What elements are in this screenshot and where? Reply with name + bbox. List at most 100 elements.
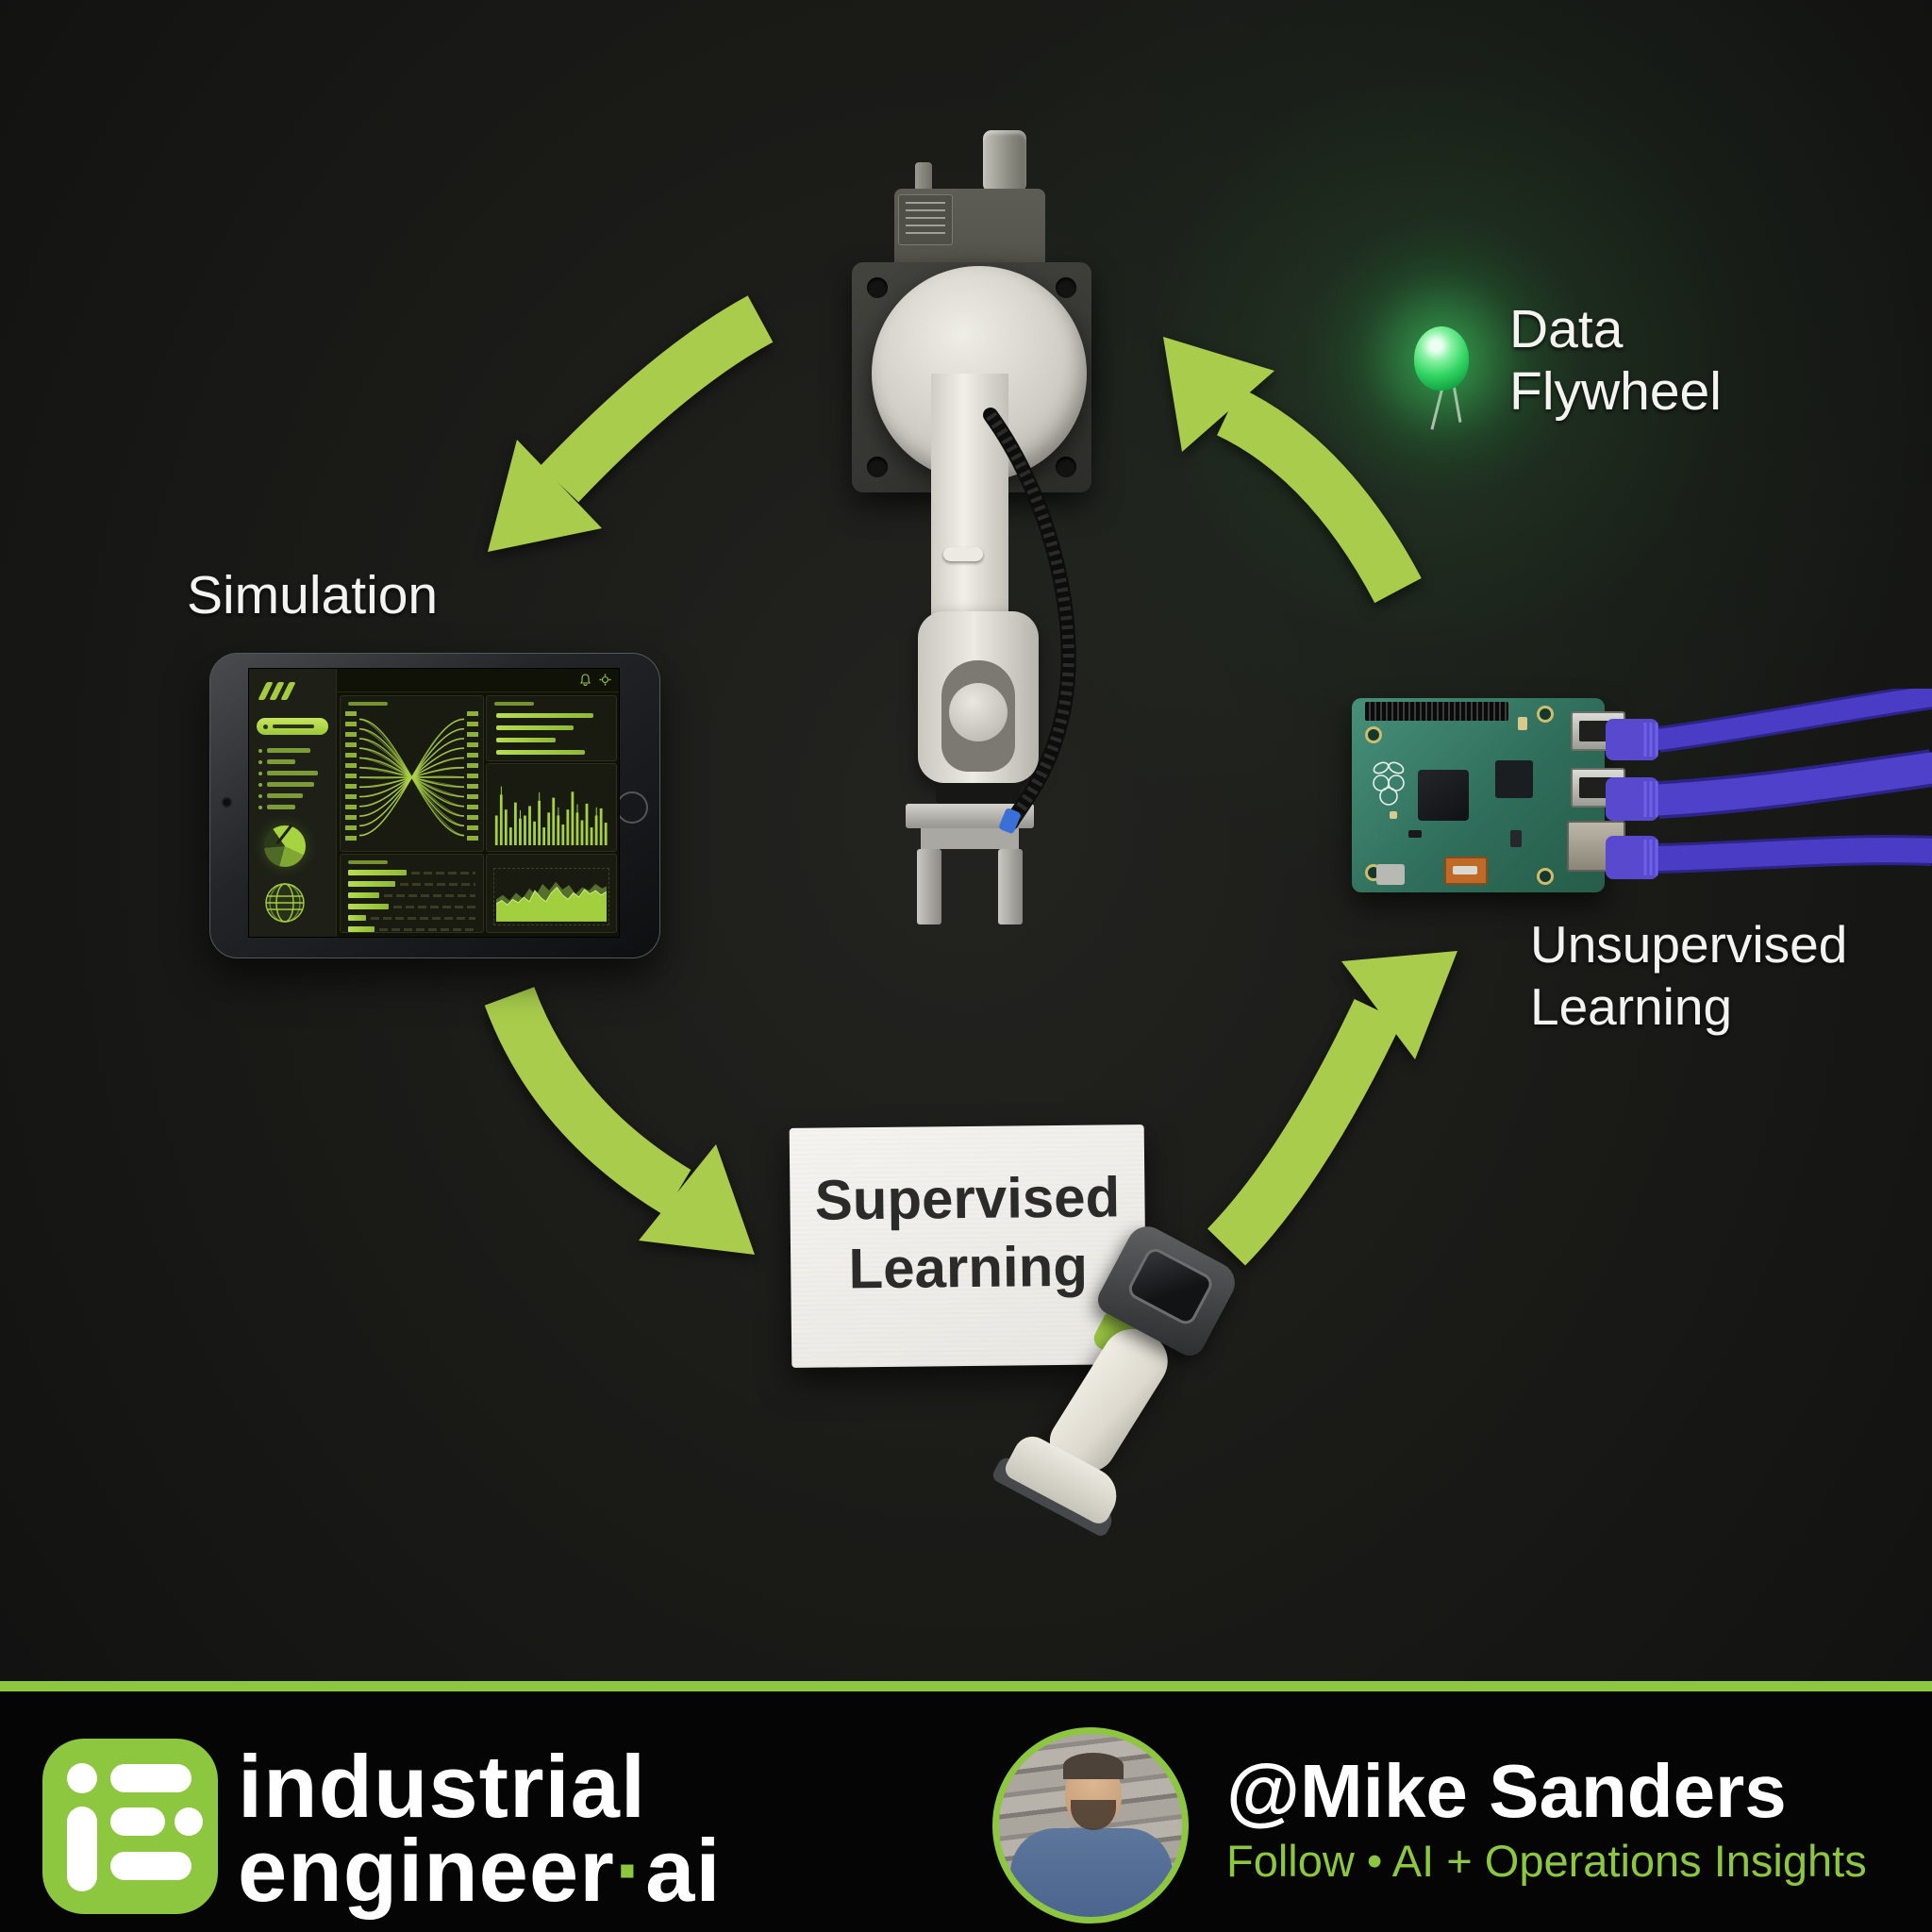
logo-dot — [175, 1807, 203, 1836]
avatar-hair — [1063, 1753, 1124, 1779]
metric-bar — [496, 738, 557, 742]
menu-item-bar — [267, 771, 318, 775]
author-handle: @Mike Sanders — [1226, 1749, 1787, 1833]
robot-connector-large — [983, 130, 1026, 192]
data-flywheel-line1: Data — [1509, 299, 1624, 359]
cycle-arrows — [484, 295, 1457, 1266]
metric-bars — [487, 709, 616, 760]
panel-title-bar — [348, 860, 388, 864]
dotted-text-line — [379, 927, 475, 931]
usb-controller-chip — [1495, 760, 1533, 798]
selected-item-text-bar — [273, 724, 314, 728]
dotted-text-line — [371, 916, 475, 920]
mount-hole — [1537, 706, 1554, 723]
globe-icon — [265, 883, 305, 923]
micro-usb-port — [1376, 864, 1405, 885]
resistor — [1408, 830, 1422, 838]
screw-hole — [1056, 277, 1076, 298]
screw-hole — [867, 277, 888, 298]
robot-connector-small — [915, 162, 932, 192]
dotted-text-line — [400, 882, 475, 886]
dashboard-logo-icon — [258, 682, 296, 700]
data-flywheel-label: Data Flywheel — [1509, 298, 1722, 423]
topbar-icons — [579, 674, 611, 686]
logo-bar — [110, 1764, 192, 1792]
bullet-icon — [258, 805, 262, 809]
footer-divider — [0, 1681, 1932, 1691]
logo-bar — [110, 1807, 165, 1836]
brand-line2: engineer·ai — [238, 1826, 722, 1915]
dotted-text-line — [411, 871, 475, 874]
sidebar-menu — [258, 748, 328, 816]
bullet-icon — [258, 759, 262, 764]
simulation-label: Simulation — [187, 565, 439, 625]
arrow-unsupervised-to-robot — [1163, 337, 1422, 604]
brand-logo-icon — [42, 1739, 218, 1914]
unsupervised-learning-label: Unsupervised Learning — [1530, 913, 1847, 1038]
soc-chip — [1418, 770, 1469, 821]
cable-connector-blue — [999, 808, 1021, 834]
dotted-text-line — [383, 893, 475, 897]
dotted-text-line — [393, 905, 475, 908]
component — [1510, 830, 1522, 847]
bullet-icon — [258, 748, 262, 753]
screw-hole — [1056, 457, 1076, 477]
bell-icon — [580, 674, 591, 686]
bullet-icon — [258, 793, 262, 798]
robot-cable — [983, 408, 1076, 834]
raspberry-logo-icon — [1373, 761, 1405, 806]
sidebar-selected-item — [257, 718, 328, 735]
avatar — [992, 1727, 1189, 1924]
hbar — [348, 870, 408, 875]
robot-spec-label-plate — [898, 194, 953, 245]
gripper-crossbar — [921, 828, 1019, 849]
simulation-tablet — [209, 653, 660, 958]
brand-engineer: engineer — [238, 1821, 615, 1921]
dashboard-topbar — [336, 669, 619, 692]
capacitor — [1518, 717, 1527, 730]
screw-hole — [867, 457, 888, 477]
component — [1390, 811, 1397, 819]
purple-usb-cables — [1606, 689, 1932, 879]
panel-area-chart — [486, 854, 617, 933]
panel-horizontal-bars — [340, 854, 484, 933]
pie-chart-widget — [264, 825, 306, 867]
hbar — [348, 881, 396, 887]
footer: industrial engineer·ai @Mike Sanders Fol… — [0, 1691, 1932, 1932]
unsupervised-line1: Unsupervised — [1530, 915, 1848, 974]
hdmi-port — [1444, 857, 1488, 885]
panel-title-bar — [348, 702, 388, 706]
arrow-robot-to-simulation — [488, 295, 774, 552]
arrow-supervised-to-unsupervised — [1207, 951, 1457, 1266]
tablet-home-button — [616, 791, 648, 824]
mount-hole — [1365, 726, 1382, 743]
hbar — [348, 892, 379, 898]
metric-bar — [496, 713, 593, 718]
follow-tagline: Follow • AI + Operations Insights — [1226, 1836, 1867, 1886]
avatar-shirt — [1010, 1828, 1173, 1917]
tablet-camera — [224, 799, 230, 806]
menu-item-bar — [267, 782, 314, 787]
hbar-chart — [341, 868, 483, 932]
logo-dot — [67, 1763, 97, 1793]
brand-dot: · — [614, 1821, 646, 1921]
raspberry-pi-board — [1352, 698, 1625, 892]
brand-line1: industrial — [238, 1737, 647, 1836]
dashboard-sidebar — [249, 669, 337, 937]
panel-histogram — [486, 763, 617, 852]
dashed-rail — [345, 711, 357, 841]
panel-metric-list — [486, 695, 617, 761]
green-led — [1414, 326, 1469, 391]
gpio-header — [1365, 702, 1508, 721]
menu-item-bar — [267, 793, 303, 798]
bullet-icon — [258, 782, 262, 787]
arrow-simulation-to-supervised — [484, 987, 755, 1255]
menu-item-bar — [267, 748, 310, 753]
hbar — [348, 926, 375, 932]
brand-ai: ai — [645, 1821, 722, 1921]
menu-item-bar — [267, 759, 295, 764]
menu-item-bar — [267, 805, 295, 809]
metric-bar — [496, 725, 574, 730]
logo-stem — [67, 1807, 97, 1891]
